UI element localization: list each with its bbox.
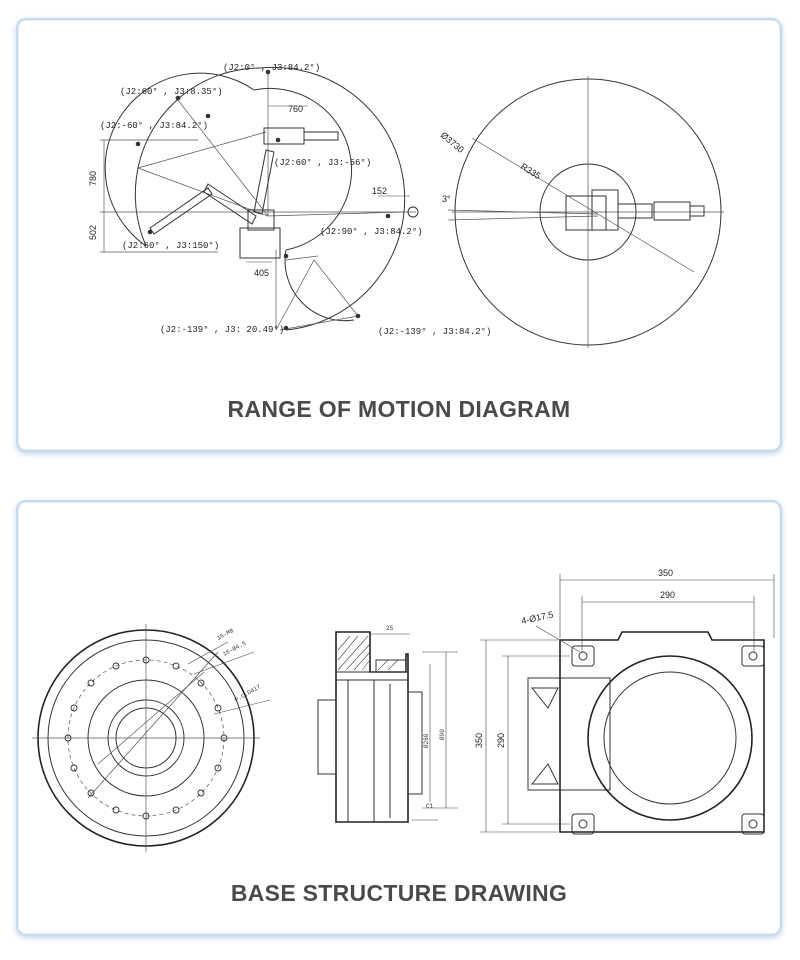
dim-290-top: 290	[660, 590, 675, 600]
label-j2-60-j3-8: (J2:60° , J3:8.35°)	[120, 87, 223, 97]
dim-radius-335: R335	[519, 161, 543, 181]
range-of-motion-drawing: (J2:0° , J3:84.2°) (J2:60° , J3:8.35°) (…	[88, 63, 724, 348]
range-of-motion-panel: (J2:0° , J3:84.2°) (J2:60° , J3:8.35°) (…	[16, 18, 782, 452]
top-view-envelope	[447, 76, 724, 348]
dim-dia-90: Ø90	[439, 729, 446, 740]
label-j2-60-j3-neg56: (J2:60° , J3:-56°)	[274, 158, 371, 168]
dim-405: 405	[254, 268, 269, 278]
side-view-envelope	[100, 66, 419, 331]
dim-angle-3: 3°	[442, 194, 451, 204]
dim-dia-260: Ø260	[423, 733, 430, 748]
dim-780: 780	[88, 171, 98, 186]
base-structure-caption: BASE STRUCTURE DRAWING	[230, 880, 568, 906]
dim-502: 502	[88, 225, 98, 240]
dim-350-top: 350	[658, 568, 673, 578]
label-j2-60-j3-150: (J2:60° , J3:150°)	[122, 241, 219, 251]
dim-350-side: 350	[474, 733, 484, 748]
dim-152: 152	[372, 186, 387, 196]
flange-front-view	[32, 624, 271, 852]
flange-section-view	[317, 631, 458, 823]
base-structure-drawing: 16-M8 16-Ø4.5 P.C.D417	[32, 568, 775, 852]
dim-16-m8: 16-M8	[216, 627, 236, 642]
label-j2-0-j3-84: (J2:0° , J3:84.2°)	[223, 63, 320, 73]
range-of-motion-caption: RANGE OF MOTION DIAGRAM	[227, 396, 571, 422]
label-j2-neg139-j3-84: (J2:-139° , J3:84.2°)	[378, 327, 491, 337]
label-j2-90-j3-84: (J2:90° , J3:84.2°)	[320, 227, 423, 237]
label-j2-neg139-j3-20: (J2:-139° , J3: 20.49°)	[160, 325, 284, 335]
dim-4-holes: 4-Ø17.5	[520, 609, 554, 626]
dim-c1: C1	[426, 803, 434, 810]
dim-290-side: 290	[496, 733, 506, 748]
dim-16-dia-4-5: 16-Ø4.5	[222, 640, 248, 658]
dim-diameter-3730: Ø3730	[439, 130, 466, 155]
dim-25: 25	[386, 625, 394, 632]
dim-760: 760	[288, 104, 303, 114]
label-j2-neg60-j3-84: (J2:-60° , J3:84.2°)	[100, 121, 208, 131]
base-structure-panel: 16-M8 16-Ø4.5 P.C.D417	[16, 500, 782, 936]
base-plate-view	[480, 574, 775, 835]
